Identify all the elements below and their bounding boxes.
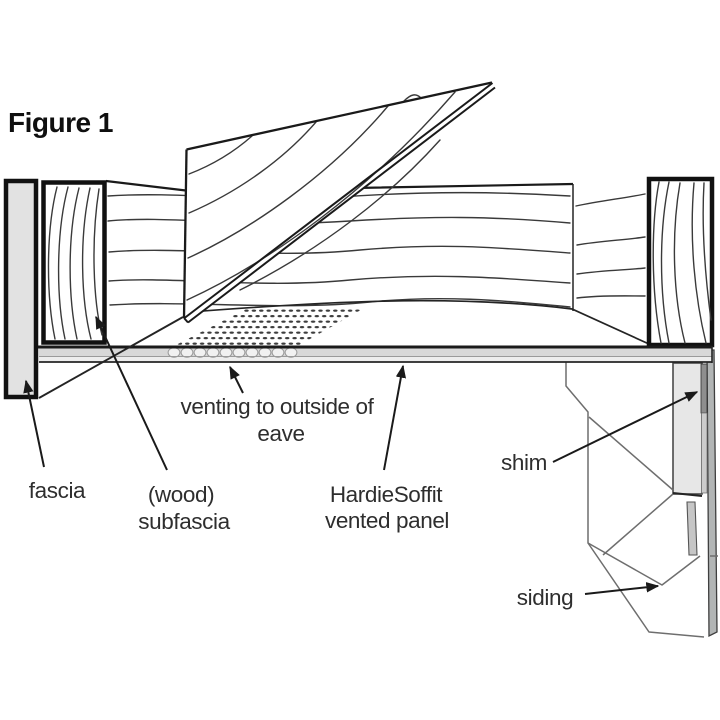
venting-label-line2: eave <box>257 421 304 446</box>
siding-panels-outline <box>565 362 705 638</box>
shim-strip-lower <box>701 412 708 494</box>
figure-title: Figure 1 <box>8 107 113 138</box>
wall-block <box>672 362 703 495</box>
wall-assembly <box>565 349 718 638</box>
subfascia-arrow <box>95 315 168 471</box>
labels: Figure 1 fascia (wood) subfascia venting… <box>8 107 574 610</box>
shim-arrow <box>552 391 699 463</box>
subfascia-label-line1: (wood) <box>148 482 214 507</box>
vent-scallops <box>167 348 298 358</box>
venting-label-line1: venting to outside of <box>181 394 375 419</box>
eave-return-line <box>38 316 184 399</box>
panel-label-line1: HardieSoffit <box>330 482 443 507</box>
panel-arrow <box>383 364 407 471</box>
panel-label-line2: vented panel <box>325 508 449 533</box>
fascia-arrow <box>23 379 45 468</box>
soffit-band-top <box>39 347 712 357</box>
callout-arrows <box>23 315 699 595</box>
fascia-label: fascia <box>29 478 86 503</box>
siding-arrow <box>584 582 660 595</box>
vent-perforations <box>172 307 366 347</box>
beam-end-block <box>646 176 715 348</box>
eave-beam <box>105 176 715 348</box>
fascia-board <box>3 178 39 400</box>
siding-edge-lower <box>686 501 698 556</box>
venting-arrow <box>229 365 244 394</box>
siding-label: siding <box>517 585 573 610</box>
shim-strip <box>700 363 708 414</box>
rafter <box>182 81 496 324</box>
subfascia-label-line2: subfascia <box>138 509 230 534</box>
soffit-panel <box>38 345 713 363</box>
soffit-band-bottom <box>39 356 712 362</box>
shim-label: shim <box>501 450 547 475</box>
subfascia-board <box>41 180 107 345</box>
